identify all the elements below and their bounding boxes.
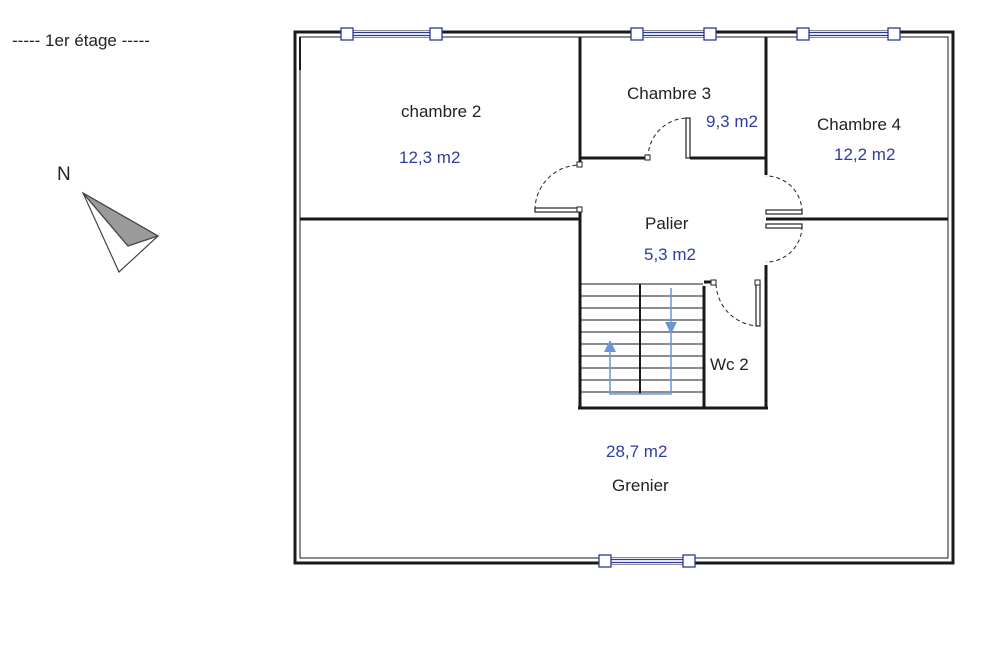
compass-arrow-icon	[81, 191, 160, 274]
staircase	[580, 283, 703, 394]
windows	[340, 27, 901, 568]
room-name-palier: Palier	[645, 214, 689, 233]
floor-label: ----- 1er étage -----	[12, 31, 150, 50]
room-name-grenier: Grenier	[612, 476, 669, 495]
window-icon	[796, 27, 901, 41]
room-name-wc-2: Wc 2	[710, 355, 749, 374]
room-area-chambre-4: 12,2 m2	[834, 145, 896, 164]
room-area-chambre-2: 12,3 m2	[399, 148, 461, 167]
room-name-chambre-4: Chambre 4	[817, 115, 902, 134]
window-icon	[340, 27, 443, 41]
room-area-palier: 5,3 m2	[644, 245, 696, 264]
room-area-grenier: 28,7 m2	[606, 442, 668, 461]
interior-walls	[300, 37, 948, 410]
doors	[534, 117, 803, 327]
room-name-chambre-2: chambre 2	[401, 102, 482, 121]
room-name-chambre-3: Chambre 3	[627, 84, 712, 103]
room-area-chambre-3: 9,3 m2	[706, 112, 758, 131]
north-label: N	[57, 164, 71, 185]
window-icon	[630, 27, 717, 41]
window-icon	[598, 554, 696, 568]
stair-direction-arrow-icon	[604, 288, 677, 395]
